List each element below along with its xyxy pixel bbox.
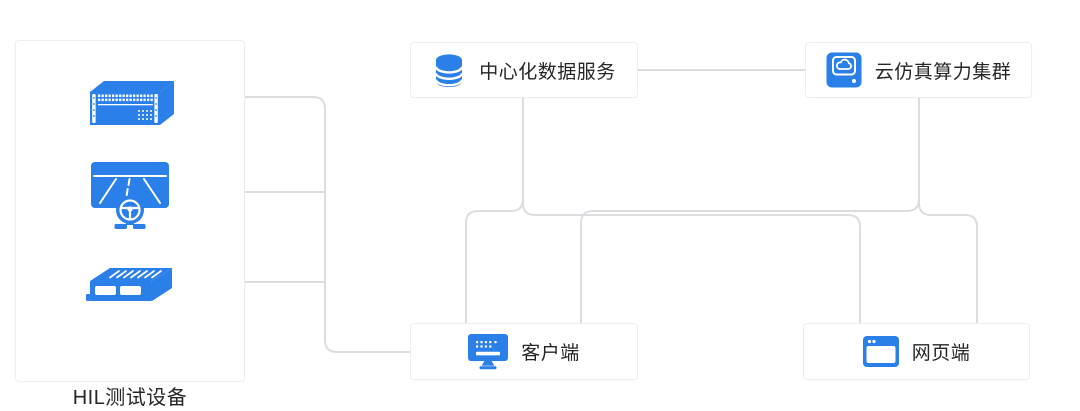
- node-hil-test-equipment: HIL测试设备: [15, 40, 245, 409]
- node-data-service: 中心化数据服务: [410, 42, 638, 98]
- node-client: 客户端: [410, 323, 638, 380]
- hil-label: HIL测试设备: [72, 387, 188, 409]
- connector-hil-client: [245, 96, 410, 353]
- browser-window-icon: [862, 336, 899, 367]
- database-icon: [435, 54, 464, 88]
- node-cloud-cluster: 云仿真算力集群: [805, 42, 1032, 98]
- cloud-cluster-label: 云仿真算力集群: [874, 61, 1012, 83]
- data-service-label: 中心化数据服务: [479, 61, 616, 83]
- connector-dataservice-client: [465, 98, 524, 324]
- cloud-storage-icon: [826, 52, 862, 88]
- driving-simulator-icon: [91, 162, 169, 229]
- node-web: 网页端: [803, 323, 1030, 380]
- connector-cloud-web: [918, 98, 978, 326]
- connector-cloud-client: [580, 98, 920, 324]
- web-label: 网页端: [911, 343, 971, 364]
- connector-dataservice-web: [522, 98, 861, 326]
- monitor-icon: [468, 333, 509, 369]
- rack-server-icon: [90, 81, 174, 125]
- client-label: 客户端: [521, 343, 580, 364]
- ecu-box-icon: [86, 268, 172, 301]
